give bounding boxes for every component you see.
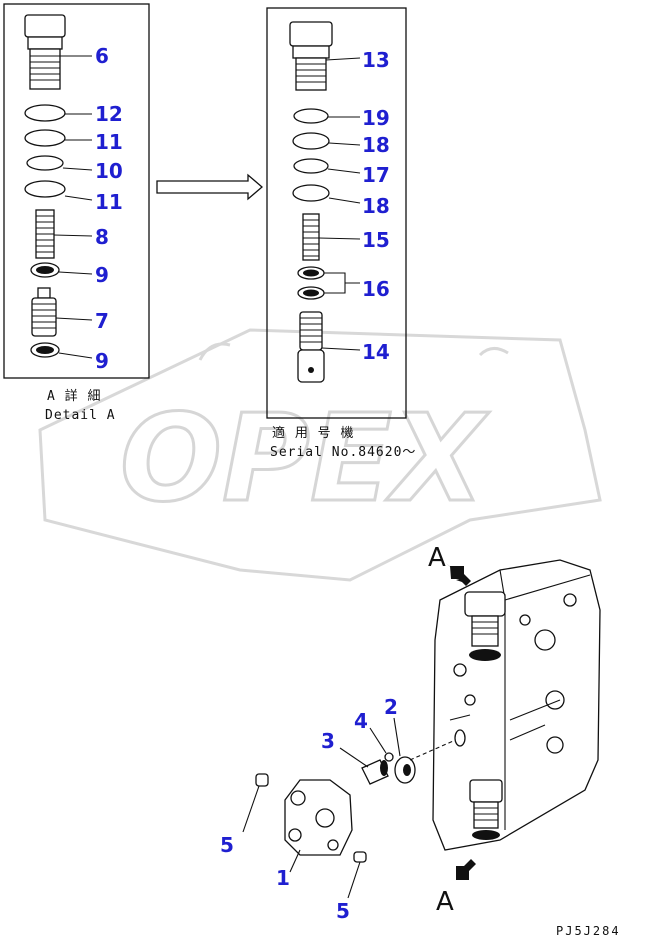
label-18: 18 xyxy=(362,133,390,157)
body-plug-bottom xyxy=(469,779,503,840)
label-5-top: 5 xyxy=(220,833,234,857)
piston-14 xyxy=(297,311,325,383)
view-a-top: A xyxy=(428,543,446,573)
plug-13 xyxy=(289,21,333,91)
label-6: 6 xyxy=(95,44,109,68)
label-11b: 11 xyxy=(95,190,123,214)
flange-1 xyxy=(284,779,353,856)
serial-caption-jp: 適 用 号 機 xyxy=(272,425,354,441)
detail-a-box xyxy=(3,3,150,379)
spring-15 xyxy=(302,213,320,261)
arrow-right-icon xyxy=(156,173,263,201)
label-19: 19 xyxy=(362,106,390,130)
label-13: 13 xyxy=(362,48,390,72)
label-9: 9 xyxy=(95,263,109,287)
label-12: 12 xyxy=(95,102,123,126)
label-15: 15 xyxy=(362,228,390,252)
arrow-up-right-icon xyxy=(456,859,476,880)
label-18b: 18 xyxy=(362,194,390,218)
sleeve-3 xyxy=(361,759,389,785)
label-8: 8 xyxy=(95,225,109,249)
label-2: 2 xyxy=(384,695,398,719)
label-1: 1 xyxy=(276,866,290,890)
body-plug-top xyxy=(464,591,506,661)
label-4: 4 xyxy=(354,709,368,733)
label-5-bottom: 5 xyxy=(336,899,350,923)
serial-box xyxy=(266,7,407,419)
ring-18 xyxy=(292,132,330,150)
label-9b: 9 xyxy=(95,349,109,373)
seat-9 xyxy=(30,262,60,278)
label-3: 3 xyxy=(321,729,335,753)
serial-caption-en: Serial No.84620〜 xyxy=(270,445,416,460)
seat-9b xyxy=(30,342,60,358)
watermark-text: OPEX xyxy=(120,390,490,529)
label-11: 11 xyxy=(95,130,123,154)
ball-4 xyxy=(384,752,394,762)
valve-body xyxy=(432,559,601,851)
watermark: OPEX xyxy=(38,328,602,582)
spring-8 xyxy=(35,209,55,259)
piston-7 xyxy=(31,287,57,337)
label-10: 10 xyxy=(95,159,123,183)
drawing-code: PJ5J284 xyxy=(556,924,621,938)
plug-6 xyxy=(24,14,66,90)
bolt-5-bottom xyxy=(353,851,367,863)
ring-11 xyxy=(24,129,66,147)
label-16: 16 xyxy=(362,277,390,301)
detail-a-caption-jp: A 詳 細 xyxy=(47,388,101,404)
ring-17 xyxy=(293,158,329,174)
ring-18b xyxy=(292,184,330,202)
bolt-5-top xyxy=(255,773,269,787)
label-14: 14 xyxy=(362,340,390,364)
ring-12 xyxy=(24,104,66,122)
detail-a-caption-en: Detail A xyxy=(45,408,116,423)
seat-16 xyxy=(297,266,325,300)
seat-2 xyxy=(394,756,416,784)
label-17: 17 xyxy=(362,163,390,187)
view-a-bottom: A xyxy=(436,887,454,917)
ring-11b xyxy=(24,180,66,198)
ring-19 xyxy=(293,108,329,124)
label-7: 7 xyxy=(95,309,109,333)
ring-10 xyxy=(26,155,64,171)
